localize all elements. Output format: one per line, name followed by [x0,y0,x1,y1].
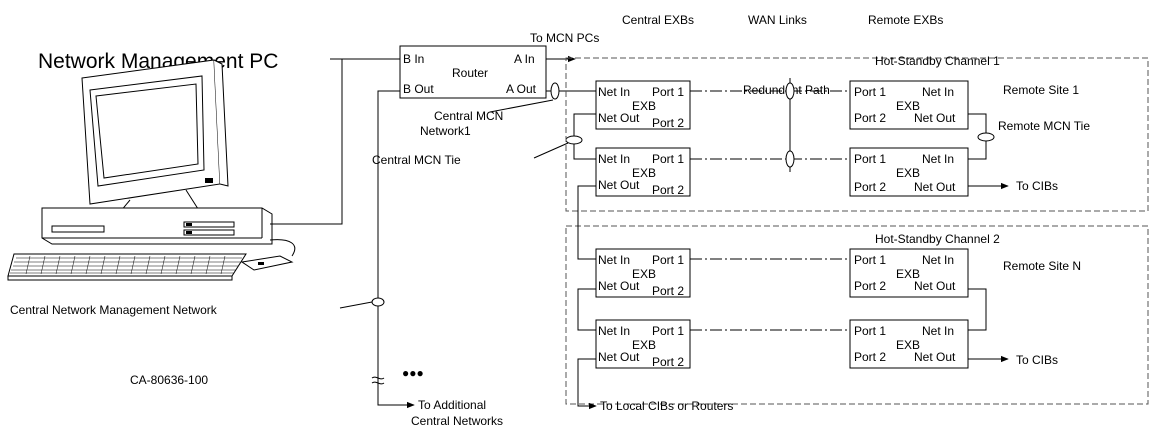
svg-text:EXB: EXB [896,267,920,281]
svg-text:EXB: EXB [896,166,920,180]
svg-text:EXB: EXB [632,99,656,113]
svg-text:Port 2: Port 2 [854,180,886,194]
to-cibs-label-1: To CIBs [1016,179,1058,193]
exb-remote-2b: Port 1 Net In EXB Port 2 Net Out [849,319,969,369]
central-nm-network-line [377,90,415,409]
svg-text:Net In: Net In [922,152,954,166]
svg-text:Port 2: Port 2 [652,183,684,197]
hot-standby-1-label: Hot-Standby Channel 1 [875,54,1000,68]
router-a-out: A Out [506,82,537,96]
svg-text:Port 1: Port 1 [652,85,684,99]
hot-standby-2-label: Hot-Standby Channel 2 [875,232,1000,246]
remote-site-n-tie [968,288,987,331]
to-additional-label-1: To Additional [418,398,486,412]
to-additional-label-2: Central Networks [411,414,503,428]
svg-text:Port 2: Port 2 [652,355,684,369]
remote-site-n-label: Remote Site N [1003,259,1081,273]
computer-icon [7,59,296,281]
svg-text:EXB: EXB [896,338,920,352]
exb-central-2a: Net In Port 1 EXB Net Out Port 2 [595,248,691,298]
central-chain-link-2 [577,288,596,331]
to-local-cibs-label: To Local CIBs or Routers [600,399,733,413]
svg-text:Port 1: Port 1 [854,85,886,99]
to-mcn-pcs-label: To MCN PCs [530,31,599,45]
svg-text:Port 1: Port 1 [652,324,684,338]
svg-text:EXB: EXB [632,267,656,281]
header-remote-exbs: Remote EXBs [868,13,943,27]
exb-central-1b: Net In Port 1 EXB Net Out Port 2 [595,147,691,197]
svg-text:Net In: Net In [922,324,954,338]
svg-text:Net In: Net In [598,253,630,267]
hot-standby-channel-2-box [565,225,1149,405]
svg-text:Net In: Net In [922,253,954,267]
svg-text:Net In: Net In [922,85,954,99]
ellipsis: ●●● [402,366,424,380]
to-cibs-label-2: To CIBs [1016,353,1058,367]
figure-id: CA-80636-100 [130,373,208,387]
remote-mcn-tie-label: Remote MCN Tie [998,119,1090,133]
central-mcn-network-label-1: Central MCN [434,109,503,123]
svg-text:EXB: EXB [632,338,656,352]
svg-text:Net Out: Net Out [598,178,640,192]
header-wan-links: WAN Links [748,13,807,27]
central-mcn-tie-label: Central MCN Tie [372,153,461,167]
svg-text:Port 2: Port 2 [652,284,684,298]
remote-site-1-label: Remote Site 1 [1003,83,1079,97]
svg-text:Net Out: Net Out [598,350,640,364]
svg-text:Net Out: Net Out [598,279,640,293]
svg-text:EXB: EXB [632,166,656,180]
svg-text:Net In: Net In [598,324,630,338]
svg-text:Port 2: Port 2 [854,111,886,125]
exb-remote-1a: Port 1 Net In EXB Port 2 Net Out [849,80,969,130]
svg-text:Port 2: Port 2 [652,116,684,130]
svg-text:EXB: EXB [896,99,920,113]
central-chain-link-1 [577,185,596,260]
svg-text:Net Out: Net Out [914,279,956,293]
svg-text:Net Out: Net Out [914,180,956,194]
svg-text:Port 1: Port 1 [652,152,684,166]
svg-text:Port 1: Port 1 [854,253,886,267]
exb-central-2b: Net In Port 1 EXB Net Out Port 2 [595,319,691,369]
router-b-out: B Out [403,82,434,96]
svg-text:Port 1: Port 1 [652,253,684,267]
svg-text:Net Out: Net Out [914,350,956,364]
hot-standby-channel-1-box [565,57,1149,212]
router-label: Router [452,66,488,80]
exb-remote-1b: Port 1 Net In EXB Port 2 Net Out [849,147,969,197]
svg-text:Port 1: Port 1 [854,324,886,338]
exb-central-1a: Net In Port 1 EXB Net Out Port 2 [595,80,691,130]
svg-text:Port 1: Port 1 [854,152,886,166]
svg-text:Port 2: Port 2 [854,279,886,293]
svg-text:Net Out: Net Out [914,111,956,125]
central-mcn-network-label-2: Network1 [420,124,471,138]
header-central-exbs: Central EXBs [622,13,694,27]
exb-remote-2a: Port 1 Net In EXB Port 2 Net Out [849,248,969,298]
svg-text:Port 2: Port 2 [854,350,886,364]
router-box [399,45,547,99]
pc-to-router-link [270,58,343,225]
to-local-cibs-arrow [577,358,597,410]
router-b-in: B In [403,52,424,66]
svg-text:Net In: Net In [598,152,630,166]
svg-text:Net In: Net In [598,85,630,99]
router-a-in: A In [514,52,535,66]
central-nm-network-label: Central Network Management Network [10,303,218,317]
svg-text:Net Out: Net Out [598,111,640,125]
